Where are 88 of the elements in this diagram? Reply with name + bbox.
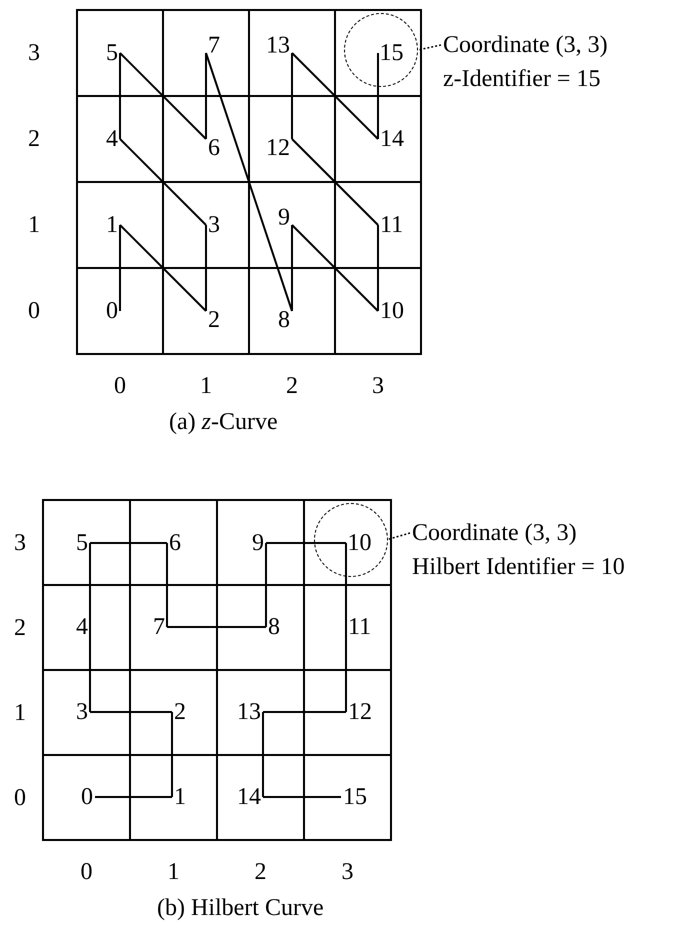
axis-label: 1 [200,373,212,399]
curve-segment [291,53,293,139]
cell-number: 10 [346,532,374,554]
cell-number: 15 [378,42,406,64]
curve-segment [205,225,207,311]
cell-number: 9 [250,532,266,554]
curve-segment [291,225,293,311]
curve-segment [205,53,207,139]
axis-label: 3 [14,530,26,556]
cell-number: 3 [74,701,90,723]
axis-label: 3 [342,859,354,885]
curve-segment [263,796,341,798]
cell-number: 5 [104,42,120,64]
axis-label: 0 [80,859,92,885]
cell-number: 7 [151,616,167,638]
axis-label: 0 [14,784,26,810]
cell-number: 10 [378,300,406,322]
curve-segment [119,53,121,139]
cell-number: 8 [266,616,282,638]
cell-number: 13 [235,701,263,723]
curve-segment [90,711,172,713]
axis-label: 2 [14,614,26,640]
curve-segment [119,225,121,311]
cell-number: 12 [264,136,292,159]
curve-segment [95,796,172,798]
cell-number: 5 [74,532,90,554]
cell-number: 15 [341,786,369,808]
cell-number: 11 [346,616,374,638]
dashed-circle [314,502,388,576]
axis-label: 0 [28,298,40,324]
leader-line [387,532,410,540]
curve-segment [90,542,167,544]
cell-number: 14 [235,786,263,808]
curve-segment [266,542,346,544]
curve-segment [166,543,168,627]
cell-number: 4 [74,616,90,638]
axis-label: 2 [286,373,298,399]
curve-segment [377,53,379,139]
curve-segment [291,52,379,140]
curve-segment [89,627,91,712]
curve-segment [345,543,347,627]
cell-number: 2 [206,308,222,331]
dashed-circle [344,13,418,87]
caption: (a) z-Curve [169,409,278,435]
curve-segment [263,711,346,713]
cell-number: 12 [346,701,374,723]
curve-segment [167,626,266,628]
curve-segment [291,138,379,226]
cell-number: 14 [378,128,406,150]
axis-label: 1 [168,859,180,885]
curve-segment [89,543,91,627]
axis-label: 1 [14,700,26,726]
cell-number: 0 [104,300,120,322]
cell-number: 11 [378,214,406,236]
cell-number: 6 [206,136,222,159]
annotation-text: Hilbert Identifier = 10 [412,554,625,580]
curve-segment [119,52,207,140]
curve-segment [205,52,293,312]
curve-segment [345,627,347,712]
axis-label: 2 [254,859,266,885]
curve-segment [119,138,207,226]
axis-label: 1 [28,212,40,238]
cell-number: 4 [104,128,120,150]
cell-number: 0 [79,786,95,808]
cell-number: 3 [206,214,222,236]
curve-segment [377,225,379,311]
axis-label: 3 [372,373,384,399]
curve-segment [291,224,379,312]
leader-line [418,44,442,51]
cell-number: 8 [276,308,292,331]
curve-segment [171,712,173,797]
annotation-text: Coordinate (3, 3) [412,520,577,546]
axis-label: 0 [114,373,126,399]
curve-segment [262,712,264,797]
caption: (b) Hilbert Curve [157,895,324,921]
annotation-text: z-Identifier = 15 [443,66,600,92]
annotation-text: Coordinate (3, 3) [443,32,608,58]
cell-number: 9 [276,206,292,228]
cell-number: 7 [206,34,222,56]
axis-label: 2 [28,126,40,152]
cell-number: 1 [172,786,188,808]
cell-number: 2 [172,701,188,723]
curve-segment [119,224,207,312]
cell-number: 6 [167,532,183,554]
cell-number: 1 [104,214,120,236]
cell-number: 13 [264,34,292,56]
axis-label: 3 [28,40,40,66]
curve-segment [265,543,267,627]
